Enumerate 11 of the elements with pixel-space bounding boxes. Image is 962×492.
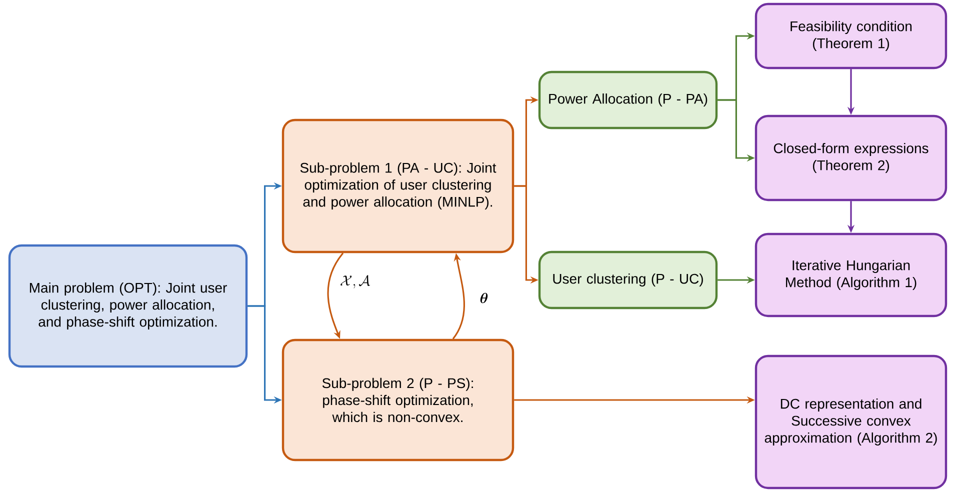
- process-box: DC representation and Successive convex approximation (Algorithm 2): [754, 354, 948, 490]
- process-box: Sub-problem 2 (P - PS): phase-shift optimization, which is non-convex.: [282, 338, 514, 462]
- process-box: User clustering (P - UC): [538, 250, 718, 310]
- process-box: Main problem (OPT): Joint user clustering, power allocation, and phase-shift optimization.: [8, 244, 248, 368]
- edge-label: $\mathcal{X}, \mathcal{A}$: [338, 274, 372, 290]
- process-box: Sub-problem 1 (PA - UC): Joint optimization of user clustering and power allocation (MINLP).: [282, 118, 514, 254]
- process-box: Iterative Hungarian Method (Algorithm 1): [754, 232, 948, 318]
- process-box: Power Allocation (P - PA): [538, 70, 718, 130]
- process-box: Feasibility condition (Theorem 1): [754, 2, 948, 70]
- edge-label: $\boldsymbol{\theta}$: [478, 292, 490, 304]
- process-box: Closed-form expressions (Theorem 2): [754, 114, 948, 202]
